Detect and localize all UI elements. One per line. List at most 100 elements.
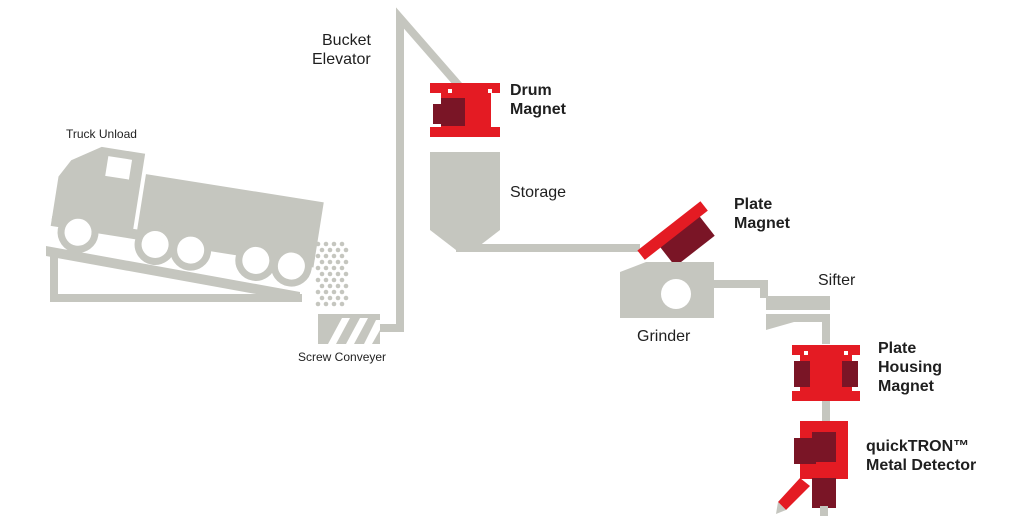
grain-dot (327, 259, 333, 265)
grain-dot (331, 253, 337, 259)
drum-magnet-label-1: Drum (510, 82, 552, 99)
grinder-outlet-pipe (712, 280, 768, 288)
plate-magnet-dark-block (659, 215, 715, 267)
grain-dot (331, 277, 337, 283)
grain-dot (331, 301, 337, 307)
sifter-chute (766, 314, 830, 330)
drum-magnet-bolt (448, 89, 452, 93)
reject-chute-tip (776, 502, 786, 514)
plate-housing-core (842, 361, 858, 387)
grain-dot (323, 241, 329, 247)
grain-dot (319, 271, 325, 277)
drum-magnet-bottom (430, 127, 500, 137)
grain-dot (335, 295, 341, 301)
truck-unload-station: Truck Unload (46, 127, 324, 304)
plate-housing-label-2: Housing (878, 359, 942, 376)
falling-material (315, 241, 349, 307)
grain-dot (339, 289, 345, 295)
grain-dot (343, 283, 349, 289)
bucket-elevator-label-1: Bucket (322, 32, 371, 49)
screw-conveyer: Screw Conveyer (298, 314, 386, 364)
grain-dot (319, 283, 325, 289)
grain-dot (323, 301, 329, 307)
sifter-outlet (822, 314, 830, 344)
grinder-label: Grinder (637, 328, 691, 345)
truck-unload-label: Truck Unload (66, 127, 137, 141)
grain-dot (339, 253, 345, 259)
grain-dot (327, 247, 333, 253)
storage-silo: Storage (430, 152, 640, 252)
bucket-elevator: Bucket Elevator (312, 7, 472, 332)
bucket-elevator-line (380, 7, 472, 332)
metal-detector: quickTRON™ Metal Detector (776, 421, 976, 516)
grain-dot (327, 283, 333, 289)
drum-magnet-top (430, 83, 500, 93)
grain-dot (335, 283, 341, 289)
metal-detector-label-1: quickTRON™ (866, 438, 969, 455)
truck-window (105, 156, 133, 180)
storage-outlet-pipe (456, 244, 640, 252)
grain-dot (339, 301, 345, 307)
grain-dot (343, 259, 349, 265)
grinder-rotor (661, 279, 691, 309)
plate-housing-bolt (844, 351, 848, 355)
plate-magnet: Plate Magnet (637, 196, 791, 267)
grain-dot (339, 265, 345, 271)
grain-dot (343, 247, 349, 253)
drum-magnet-bolt (488, 89, 492, 93)
truck-icon (50, 146, 324, 287)
metal-detector-lower (812, 478, 836, 508)
plate-magnet-label-2: Magnet (734, 215, 791, 232)
truck-wheel (270, 245, 312, 287)
grain-dot (339, 277, 345, 283)
truck-wheel (235, 239, 277, 281)
grain-dot (315, 241, 321, 247)
screw-flight (364, 320, 380, 344)
grain-dot (315, 265, 321, 271)
plate-magnet-plate (637, 201, 708, 260)
metal-detector-coil (794, 438, 816, 464)
plate-housing-label-1: Plate (878, 340, 916, 357)
grain-dot (327, 295, 333, 301)
reject-chute (778, 478, 810, 510)
plate-housing-top (792, 345, 860, 355)
grain-dot (335, 247, 341, 253)
sifter-top-deck (766, 296, 830, 310)
grain-dot (315, 301, 321, 307)
screw-flight (346, 318, 368, 344)
truck-wheel (134, 223, 176, 265)
drum-magnet-core (441, 98, 465, 126)
plate-housing-core (794, 361, 810, 387)
grain-dot (331, 241, 337, 247)
detector-outlet (820, 506, 828, 516)
plate-housing-label-3: Magnet (878, 378, 935, 395)
drum-magnet: Drum Magnet (430, 82, 567, 137)
sifter-label: Sifter (818, 272, 856, 289)
grinder: Grinder (620, 262, 768, 345)
screw-conveyer-label: Screw Conveyer (298, 350, 386, 364)
grain-dot (323, 277, 329, 283)
drum-magnet-label-2: Magnet (510, 101, 567, 118)
grain-dot (315, 253, 321, 259)
plate-magnet-label-1: Plate (734, 196, 772, 213)
grain-dot (331, 289, 337, 295)
grain-dot (315, 277, 321, 283)
metal-detector-coil (812, 432, 836, 462)
ramp-post (50, 256, 58, 296)
bucket-elevator-label-2: Elevator (312, 51, 371, 68)
sifter-feed-pipe (760, 284, 768, 298)
screw-flight (328, 318, 350, 344)
grain-dot (319, 295, 325, 301)
storage-label: Storage (510, 184, 566, 201)
grain-dot (319, 247, 325, 253)
grain-dot (319, 259, 325, 265)
plate-housing-magnet: Plate Housing Magnet (792, 340, 942, 423)
plate-housing-bottom (792, 391, 860, 401)
grain-dot (335, 271, 341, 277)
grain-dot (323, 289, 329, 295)
grain-dot (343, 295, 349, 301)
grain-dot (315, 289, 321, 295)
ramp-top (46, 246, 300, 302)
